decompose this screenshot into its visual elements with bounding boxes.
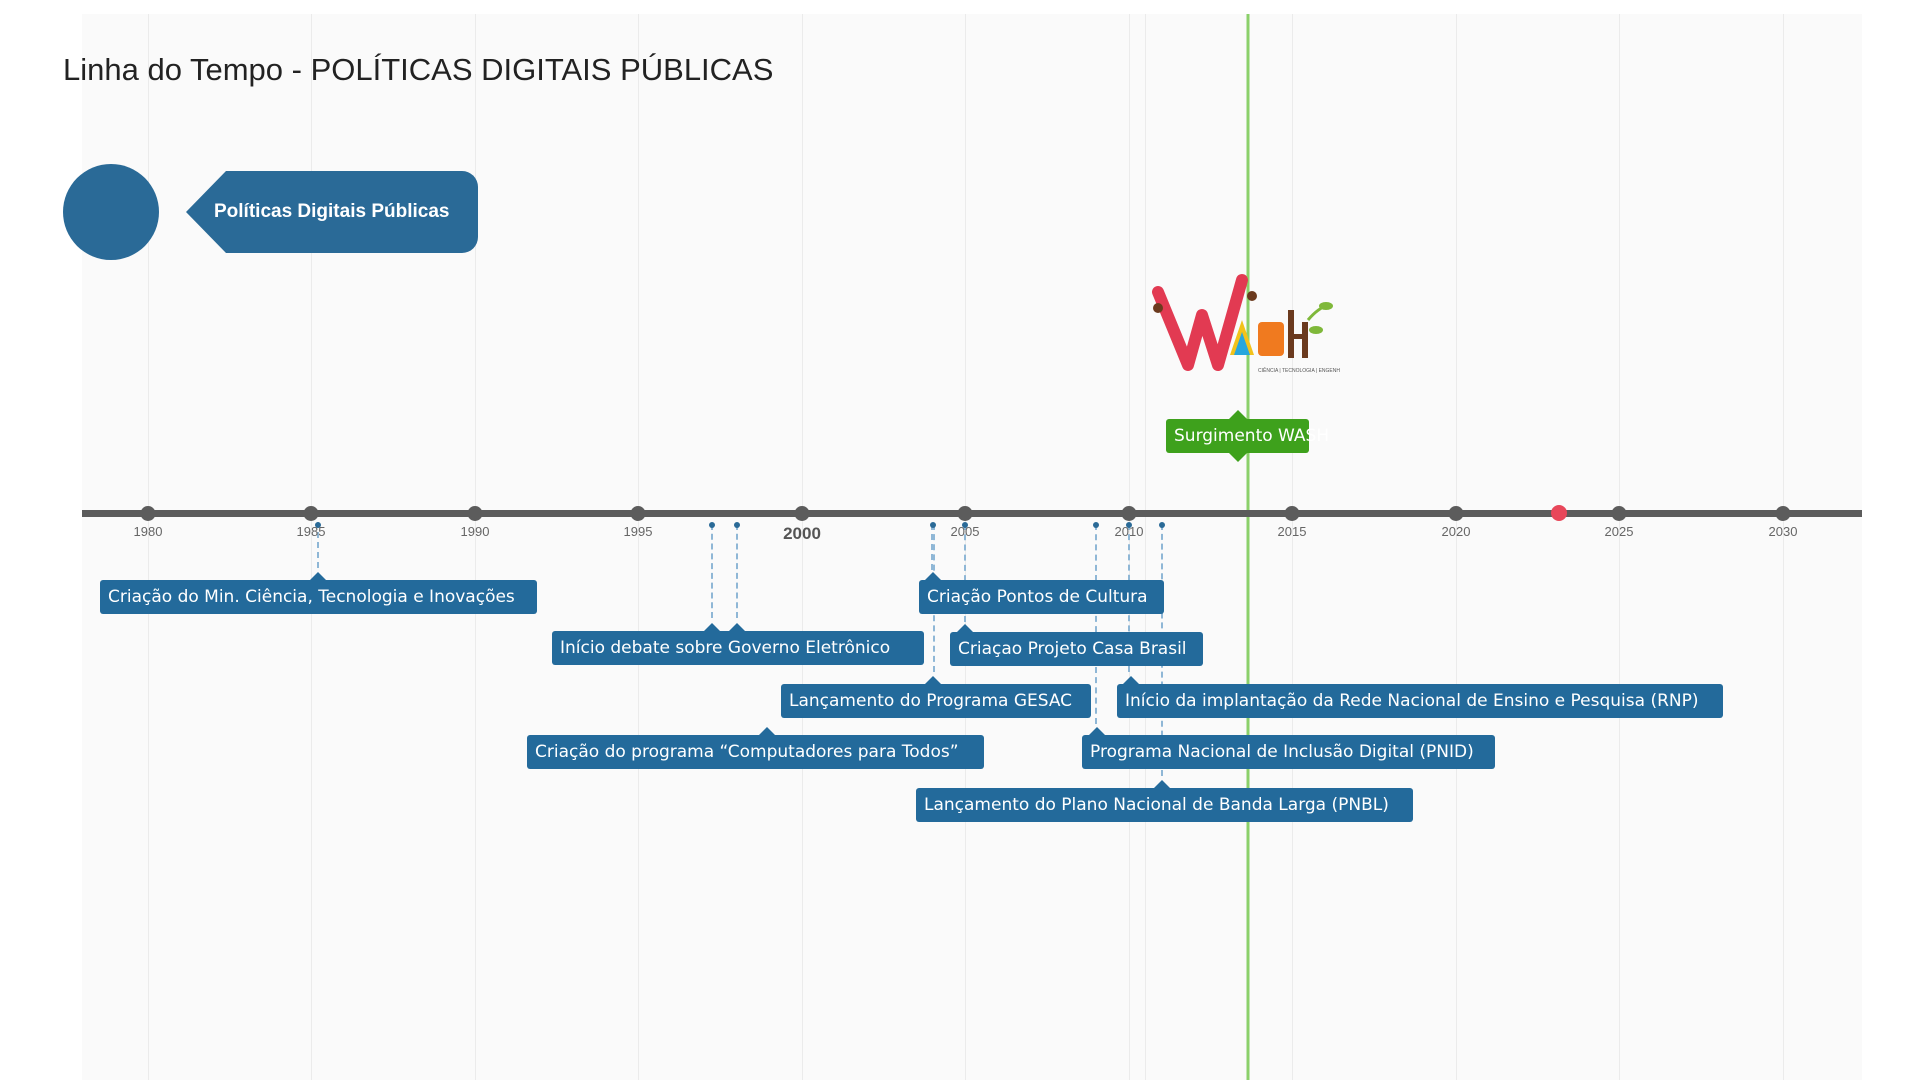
event-connector [1095,524,1097,724]
event-connector [964,524,966,622]
event-label: Criaçao Projeto Casa Brasil [958,639,1187,659]
event-point [709,522,715,528]
tick-dot [1448,506,1464,521]
tick-label: 1995 [623,524,653,539]
legend-label: Políticas Digitais Públicas [214,201,450,222]
event-connector [931,524,933,570]
tick-dot [467,506,483,521]
gridline [1783,14,1784,1080]
event-point [734,522,740,528]
event-point [930,522,936,528]
event-governo-eletronico[interactable]: Início debate sobre Governo Eletrônico [552,623,924,665]
logo-letter-h [1288,334,1308,339]
tick-label: 2025 [1604,524,1634,539]
event-point [1126,522,1132,528]
event-label: Criação Pontos de Cultura [927,587,1148,607]
tick-dot [630,506,646,521]
tick-dot [303,506,319,521]
gridline [1145,14,1146,1080]
event-pontos-de-cultura[interactable]: Criação Pontos de Cultura [919,572,1164,614]
wash-logo: CIÊNCIA | TECNOLOGIA | ENGENHARIA | ARTE… [1152,274,1340,374]
gridline [475,14,476,1080]
tick-dot [1284,506,1300,521]
event-rnp[interactable]: Início da implantação da Rede Nacional d… [1117,676,1723,718]
event-label: Início debate sobre Governo Eletrônico [560,638,891,658]
event-gesac[interactable]: Lançamento do Programa GESAC [781,676,1091,718]
event-point [315,522,321,528]
event-connector [317,522,319,568]
tick-label-major: 2000 [783,524,821,543]
event-casa-brasil[interactable]: Criaçao Projeto Casa Brasil [950,624,1203,666]
tick-dot [794,506,810,521]
logo-letter-h [1302,322,1308,358]
event-computadores-para-todos[interactable]: Criação do programa “Computadores para T… [527,727,984,769]
event-pnbl[interactable]: Lançamento do Plano Nacional de Banda La… [916,780,1413,822]
logo-leaf [1319,302,1333,310]
tick-dot [1611,506,1627,521]
legend-tag[interactable]: Políticas Digitais Públicas [186,171,478,253]
event-label: Lançamento do Plano Nacional de Banda La… [924,795,1389,815]
event-min-ciencia[interactable]: Criação do Min. Ciência, Tecnologia e In… [100,572,537,614]
tick-dot [1775,506,1791,521]
tick-dot [1121,506,1137,521]
gridline [1456,14,1457,1080]
gridline [1292,14,1293,1080]
event-point [962,522,968,528]
gridline [311,14,312,1080]
event-point [1159,522,1165,528]
event-connector [711,524,713,618]
page-title: Linha do Tempo - POLÍTICAS DIGITAIS PÚBL… [63,52,774,87]
logo-letter-a-inner [1234,332,1250,355]
gridline [802,14,803,1080]
logo-leaf [1309,326,1323,334]
gridline [638,14,639,1080]
logo-dot [1153,303,1163,313]
event-label: Lançamento do Programa GESAC [789,691,1073,711]
event-surgimento-wash[interactable]: Surgimento WASH [1166,410,1329,462]
event-label: Início da implantação da Rede Nacional d… [1125,691,1699,711]
tick-label: 2005 [950,524,980,539]
tick-label: 1985 [296,524,326,539]
today-marker [1551,505,1567,521]
event-label: Criação do programa “Computadores para T… [535,742,959,762]
tick-label: 1990 [460,524,490,539]
tick-label: 2020 [1441,524,1471,539]
gridline [1619,14,1620,1080]
gridline [148,14,149,1080]
tick-dot [140,506,156,521]
tick-label: 1980 [133,524,163,539]
tick-label: 2015 [1277,524,1307,539]
tick-label: 2030 [1768,524,1798,539]
event-label: Programa Nacional de Inclusão Digital (P… [1090,742,1474,762]
legend-swatch[interactable] [63,164,159,260]
event-connector [736,524,738,618]
event-pnid[interactable]: Programa Nacional de Inclusão Digital (P… [1082,727,1495,769]
logo-letter-s [1258,322,1284,356]
logo-letter-w [1152,274,1248,371]
logo-caption: CIÊNCIA | TECNOLOGIA | ENGENHARIA | ARTE… [1258,366,1340,374]
event-label: Criação do Min. Ciência, Tecnologia e In… [108,587,515,607]
wash-line [1246,14,1250,1080]
event-label: Surgimento WASH [1174,426,1330,446]
tick-label: 2010 [1114,524,1144,539]
tick-dot [957,506,973,521]
logo-dot [1247,291,1257,301]
event-point [1093,522,1099,528]
